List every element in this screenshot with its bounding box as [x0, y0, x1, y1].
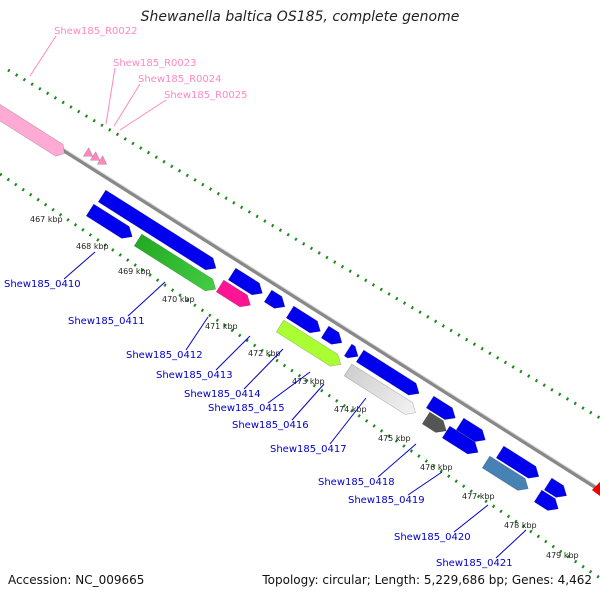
- gene-feature[interactable]: [133, 233, 219, 295]
- gene-leader: [63, 251, 96, 280]
- rna-leader: [113, 83, 141, 127]
- rna-feature[interactable]: [82, 147, 95, 161]
- backbone-highlight: [0, 107, 600, 489]
- kbp-tick-label: 474 kbp: [334, 405, 367, 414]
- rna-label[interactable]: Shew185_R0024: [138, 74, 222, 85]
- rna-feature[interactable]: [0, 93, 68, 159]
- rna-label[interactable]: Shew185_R0022: [54, 26, 138, 37]
- kbp-tick-label: 467 kbp: [30, 215, 63, 224]
- gene-leader: [407, 471, 443, 496]
- gene-feature[interactable]: [533, 489, 562, 515]
- gene-feature[interactable]: [97, 189, 220, 274]
- gene-feature[interactable]: [263, 289, 288, 313]
- gene-leader: [215, 335, 251, 371]
- gene-leader: [453, 504, 489, 533]
- gene-leader: [329, 397, 367, 445]
- rna-label[interactable]: Shew185_R0023: [113, 58, 197, 69]
- gene-leader: [127, 281, 166, 317]
- gene-label[interactable]: Shew185_0410: [4, 279, 81, 290]
- gene-leader: [291, 383, 325, 421]
- gene-feature[interactable]: [343, 343, 362, 362]
- gene-label[interactable]: Shew185_0420: [394, 532, 471, 543]
- kbp-tick-label: 470 kbp: [162, 295, 195, 304]
- gene-feature[interactable]: [343, 363, 419, 419]
- gene-feature[interactable]: [495, 445, 542, 482]
- genome-backbone: [0, 108, 600, 492]
- outer-dotted-ring: [7, 68, 600, 420]
- gene-leader: [243, 348, 284, 390]
- kbp-tick-label: 476 kbp: [420, 463, 453, 472]
- gene-label[interactable]: Shew185_0413: [156, 370, 233, 381]
- gene-feature[interactable]: [275, 319, 344, 370]
- kbp-tick-label: 472 kbp: [248, 349, 281, 358]
- rna-label[interactable]: Shew185_R0025: [164, 90, 248, 101]
- gene-label[interactable]: Shew185_0421: [436, 558, 513, 569]
- gene-leader: [185, 316, 209, 351]
- gene-label[interactable]: Shew185_0418: [318, 477, 395, 488]
- gene-leader: [267, 371, 311, 404]
- gene-feature[interactable]: [455, 417, 489, 446]
- gene-feature[interactable]: [421, 411, 450, 437]
- gene-label[interactable]: Shew185_0414: [184, 389, 261, 400]
- kbp-ticks: 467 kbp 468 kbp 469 kbp 470 kbp 471 kbp 472 k…: [30, 215, 579, 560]
- gene-feature[interactable]: [320, 325, 345, 349]
- gene-label[interactable]: Shew185_0411: [68, 316, 145, 327]
- inner-dotted-ring: [0, 172, 600, 580]
- gene-feature[interactable]: [425, 395, 459, 424]
- rna-leader: [105, 67, 116, 125]
- gene-feature[interactable]: [441, 425, 482, 458]
- kbp-tick-label: 469 kbp: [118, 267, 151, 276]
- kbp-tick-label: 471 kbp: [205, 322, 238, 331]
- gene-feature[interactable]: [215, 279, 254, 311]
- accession: Accession: NC_009665: [8, 573, 145, 587]
- gene-feature[interactable]: [355, 349, 423, 399]
- kbp-tick-label: 468 kbp: [76, 242, 109, 251]
- features: [0, 93, 600, 515]
- gene-feature[interactable]: [481, 455, 532, 495]
- gene-label[interactable]: Shew185_0412: [126, 350, 203, 361]
- kbp-tick-label: 478 kbp: [504, 521, 537, 530]
- gene-label[interactable]: Shew185_0415: [208, 403, 285, 414]
- topology: Topology: circular; Length: 5,229,686 bp…: [262, 573, 592, 587]
- kbp-tick-label: 473 kbp: [292, 377, 325, 386]
- gene-label[interactable]: Shew185_0417: [270, 444, 347, 455]
- gene-feature[interactable]: [285, 305, 324, 337]
- labels: Shew185_R0022Shew185_R0023Shew185_R0024S…: [4, 26, 513, 569]
- gene-feature[interactable]: [85, 203, 136, 243]
- map-title: Shewanella baltica OS185, complete genom…: [140, 9, 460, 25]
- gene-feature[interactable]: [543, 477, 570, 502]
- label-leaders: [29, 35, 527, 559]
- kbp-tick-label: 475 kbp: [378, 434, 411, 443]
- gene-label[interactable]: Shew185_0416: [232, 420, 309, 431]
- kbp-tick-label: 479 kbp: [546, 551, 579, 560]
- gene-feature[interactable]: [227, 267, 266, 299]
- gene-leader: [495, 529, 527, 559]
- rna-feature[interactable]: [96, 155, 109, 169]
- kbp-tick-label: 477 kbp: [462, 492, 495, 501]
- gene-leader: [377, 443, 417, 478]
- gene-label[interactable]: Shew185_0419: [348, 495, 425, 506]
- rna-leader: [119, 99, 167, 131]
- red-feature[interactable]: [592, 482, 600, 496]
- rna-feature[interactable]: [89, 151, 102, 165]
- rna-leader: [29, 35, 57, 77]
